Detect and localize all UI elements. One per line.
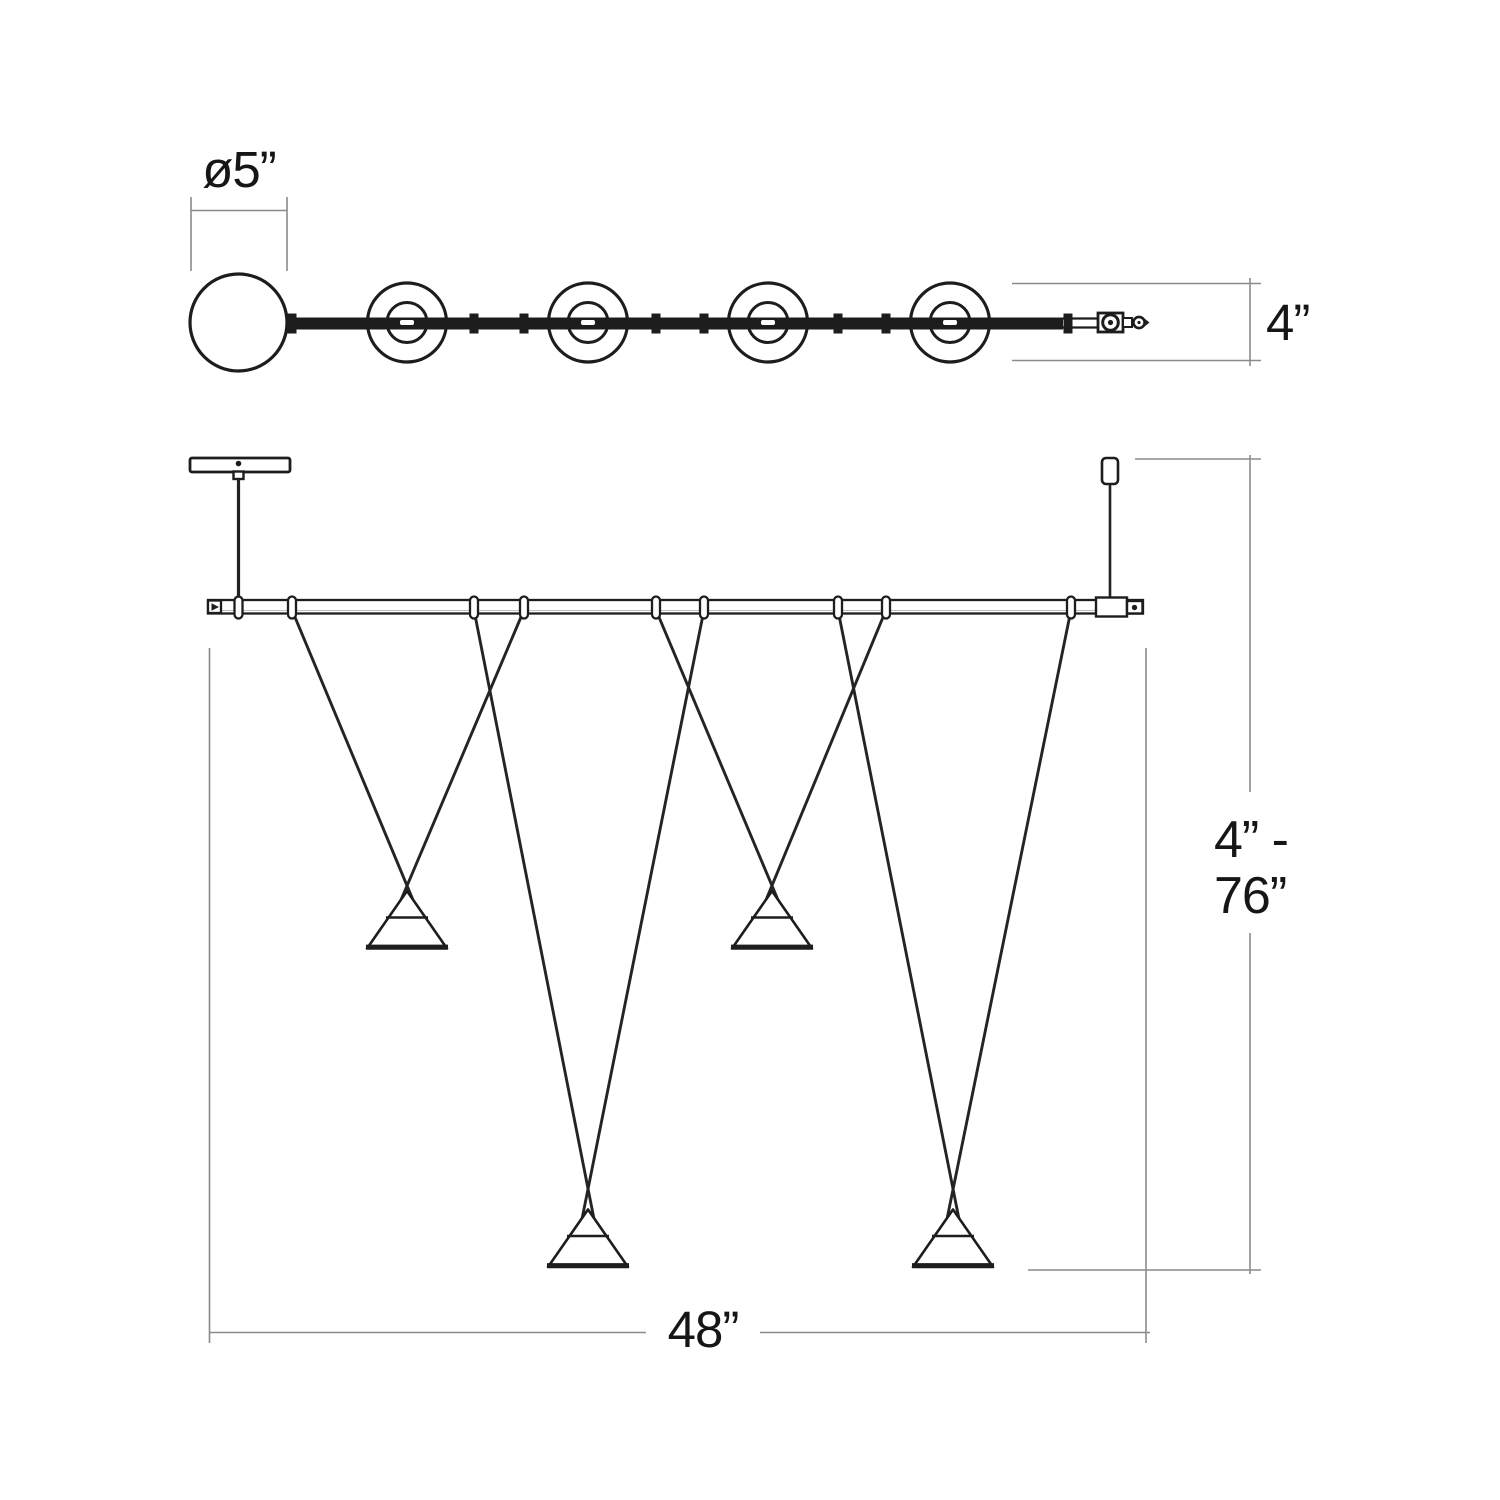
cable-clamp [468, 595, 480, 620]
dim-drop-range-label-line1: 4” - [1214, 811, 1288, 869]
top-view-clamp-marks [287, 313, 1073, 334]
cable-clamp [233, 595, 244, 620]
bar-right-end-fitting [1094, 596, 1144, 618]
dim-globe-diameter-label: ø5” [202, 141, 276, 198]
end-connector-top-view [1063, 311, 1150, 334]
cone-pendants [365, 889, 995, 1269]
disc-light [908, 281, 992, 364]
suspension-cable [764, 608, 888, 902]
cable-gripper [1100, 456, 1120, 486]
cable-clamp [1065, 595, 1077, 620]
suspension-cable [399, 608, 526, 902]
cable-clamp [880, 595, 892, 620]
suspension-cable [472, 608, 596, 1221]
suspension-cable [654, 608, 780, 902]
front-view [188, 456, 1145, 1269]
suspension-cable [836, 608, 961, 1221]
suspension-cable [290, 608, 415, 902]
cone-shade [911, 1208, 995, 1269]
suspension-cables [290, 608, 1073, 1221]
globe-top-view [188, 272, 289, 373]
cone-shade [730, 889, 814, 950]
disc-lights-top-view [365, 281, 992, 364]
dim-drop-range-lines [1028, 455, 1261, 1274]
dim-width-label: 48” [668, 1301, 739, 1358]
disc-light [365, 281, 449, 364]
dim-fixture-height-lines [1012, 278, 1261, 366]
cable-clamp [698, 595, 710, 620]
dim-drop-range-label-line2: 76” [1214, 867, 1286, 925]
disc-light [726, 281, 810, 364]
suspension-cable [580, 608, 706, 1221]
cone-shade [365, 889, 449, 950]
top-view-center-dashes [400, 320, 957, 325]
dimension-lines [190, 197, 1261, 1343]
dim-width-lines [208, 648, 1150, 1343]
support-bar [206, 598, 1145, 615]
canopy-screw-dot [235, 460, 242, 467]
cable-clamp [518, 595, 530, 620]
cone-shade [546, 1208, 630, 1269]
top-view [188, 272, 1150, 373]
top-view-bar [287, 317, 1063, 330]
suspension-cable [945, 608, 1073, 1221]
cable-clamp [832, 595, 844, 620]
dim-fixture-height-label: 4” [1266, 294, 1309, 351]
dim-globe-diameter-lines [190, 197, 288, 271]
bar-left-end-cap [206, 599, 223, 615]
cable-clamp [650, 595, 662, 620]
disc-light [546, 281, 630, 364]
ceiling-canopy [188, 456, 292, 481]
cable-clamps [233, 595, 1077, 620]
cable-clamp [286, 595, 298, 620]
